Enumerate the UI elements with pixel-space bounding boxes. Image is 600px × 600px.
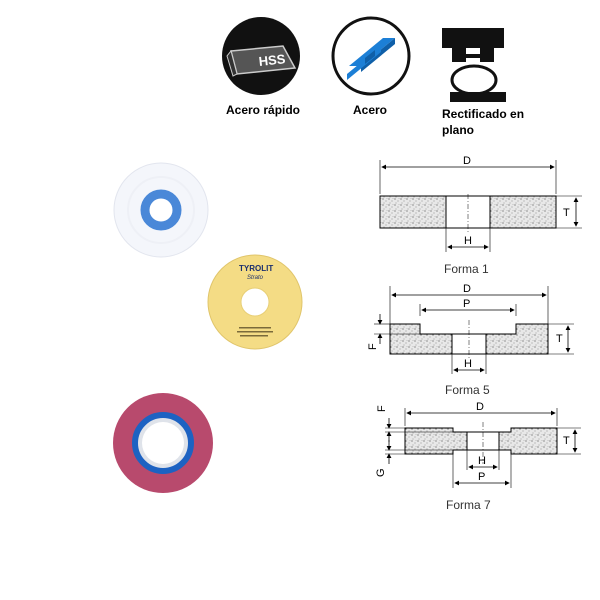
white-grinding-wheel [112,161,210,259]
svg-text:F: F [376,405,388,412]
svg-text:D: D [463,283,471,295]
diagram-forma-7: D F G T H P [375,398,595,498]
steel-beam-icon [331,16,411,96]
icon-label-hss: Acero rápido [226,103,301,117]
caption-forma-7: Forma 7 [446,498,491,512]
svg-text:D: D [476,401,484,413]
wheel-subbrand: Strato [247,275,264,281]
svg-text:P: P [463,298,470,310]
svg-text:H: H [464,235,472,247]
surface-grinding-icon [436,24,516,104]
caption-forma-5: Forma 5 [445,383,490,397]
svg-text:T: T [556,333,563,345]
svg-text:P: P [478,471,485,483]
svg-text:HSS: HSS [258,51,286,69]
svg-text:F: F [367,343,379,350]
svg-text:T: T [563,435,570,447]
caption-forma-1: Forma 1 [444,262,489,276]
icon-label-grinding: Rectificado en plano [442,107,525,137]
svg-text:G: G [375,468,387,477]
yellow-grinding-wheel: TYROLIT Strato [206,253,304,351]
svg-text:H: H [478,455,486,467]
red-grinding-wheel [111,391,215,495]
diagram-forma-1: D T H [370,150,590,260]
svg-text:T: T [563,207,570,219]
svg-text:D: D [463,155,471,167]
wheel-brand: TYROLIT [239,264,273,273]
diagram-forma-5: D P F T H [360,280,590,380]
hss-tool-icon: HSS [221,16,301,96]
icon-label-steel: Acero [353,103,388,117]
svg-text:H: H [464,358,472,370]
